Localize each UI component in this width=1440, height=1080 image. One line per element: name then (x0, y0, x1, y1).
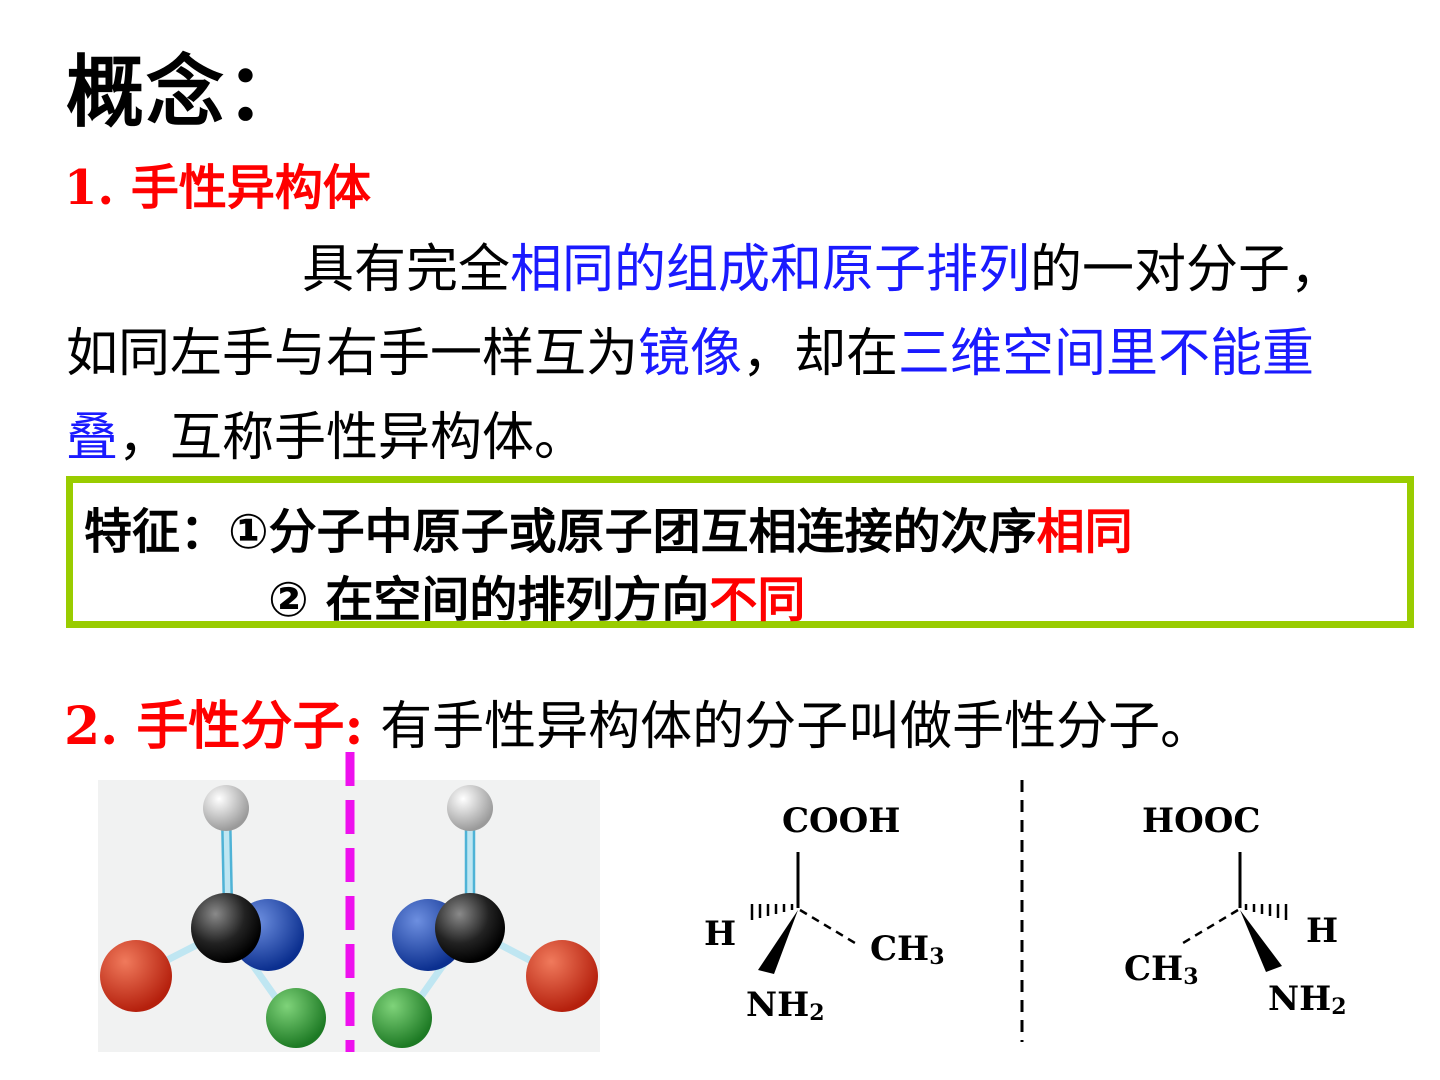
left-bold-wedge (758, 910, 798, 974)
definition-paragraph: 具有完全相同的组成和原子排列的一对分子，如同左手与右手一样互为镜像，却在三维空间… (66, 228, 1376, 480)
section2-definition: 有手性异构体的分子叫做手性分子。 (363, 697, 1213, 757)
right-nh2-sub: 2 (1331, 994, 1346, 1020)
right-hooc-label: HOOC (1142, 801, 1260, 841)
right-h-atom (447, 785, 493, 831)
right-red-atom (526, 940, 598, 1012)
para-text-2: 的一对分子，如同左手与右手一样互为 (66, 240, 1343, 384)
ball-stick-models (100, 785, 598, 1048)
section2-label: 2. 手性分子: (64, 696, 364, 757)
feature-2-highlight: 不同 (709, 572, 806, 628)
section-heading-chiral-molecule: 2. 手性分子: 有手性异构体的分子叫做手性分子。 (64, 684, 1212, 759)
left-nh2-main: NH (746, 985, 809, 1025)
left-h-atom (203, 785, 249, 831)
page-title: 概念： (66, 47, 307, 138)
left-red-atom (100, 940, 172, 1012)
right-green-atom (372, 988, 432, 1048)
left-cooh-label: COOH (782, 801, 900, 841)
para-highlight-mirror: 镜像 (638, 324, 743, 384)
left-ch3-label: CH3 (870, 929, 945, 970)
section-heading-chiral-isomer: 1. 手性异构体 (64, 160, 371, 216)
feature-1-text: 特征：①分子中原子或原子团互相连接的次序 (84, 504, 1037, 560)
para-text-1: 具有完全 (302, 240, 511, 300)
right-nh2-main: NH (1268, 979, 1331, 1019)
right-ch3-main: CH (1124, 949, 1183, 989)
mirror-plane-line (345, 752, 355, 1052)
right-h-label: H (1306, 911, 1338, 951)
left-ch3-sub: 3 (929, 944, 944, 970)
left-nh2-sub: 2 (809, 1000, 824, 1026)
features-box (66, 476, 1414, 628)
right-ch3-sub: 3 (1183, 964, 1198, 990)
left-green-atom (266, 988, 326, 1048)
left-ch3-main: CH (870, 929, 929, 969)
right-carbon-atom (435, 893, 505, 963)
feature-line-2: ② 在空间的排列方向不同 (268, 560, 805, 630)
feature-line-1: 特征：①分子中原子或原子团互相连接的次序相同 (84, 492, 1133, 562)
right-bold-wedge (1240, 910, 1282, 972)
right-nh2-label: NH2 (1268, 979, 1347, 1020)
right-ch3-label: CH3 (1124, 949, 1199, 990)
left-h-label: H (704, 914, 736, 954)
para-highlight-composition: 相同的组成和原子排列 (510, 240, 1031, 300)
para-text-3: ，却在 (742, 324, 899, 384)
left-carbon-atom (191, 893, 261, 963)
feature-2-text: ② 在空间的排列方向 (268, 572, 710, 628)
para-text-4: ，互称手性异构体。 (118, 408, 587, 468)
left-nh2-label: NH2 (746, 985, 825, 1026)
structural-formulas: COOH H CH3 NH2 HOOC H CH3 NH2 (704, 780, 1347, 1042)
para-highlight-3d: 三维空间里不能重叠 (66, 324, 1315, 468)
feature-1-highlight: 相同 (1036, 504, 1133, 560)
